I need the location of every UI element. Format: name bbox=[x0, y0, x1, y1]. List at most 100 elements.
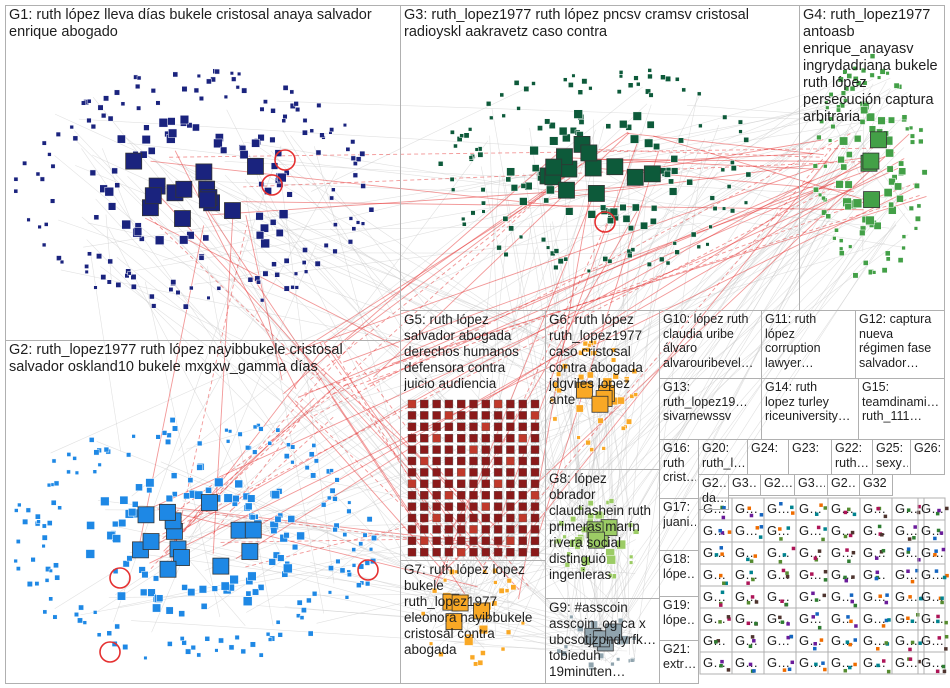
edge bbox=[315, 248, 605, 352]
tiny-group-label: G… bbox=[831, 523, 854, 538]
node bbox=[727, 530, 732, 534]
edge-highlight bbox=[174, 150, 297, 390]
group-box-g3: G3: ruth_lopez1977 ruth lópez pncsv cram… bbox=[400, 5, 800, 311]
node bbox=[126, 452, 132, 458]
edge bbox=[204, 431, 565, 571]
node bbox=[106, 630, 112, 636]
node bbox=[122, 560, 130, 568]
node bbox=[726, 615, 731, 619]
node bbox=[575, 404, 584, 413]
node bbox=[601, 446, 606, 451]
node bbox=[887, 116, 895, 124]
node bbox=[457, 399, 466, 409]
node bbox=[726, 668, 731, 672]
node-avatar bbox=[445, 613, 463, 631]
group-box-g18: G18: lópe… bbox=[659, 550, 699, 597]
edge bbox=[191, 180, 564, 196]
nodes-layer bbox=[13, 53, 928, 671]
node bbox=[198, 585, 207, 594]
node bbox=[493, 536, 503, 545]
node bbox=[420, 445, 429, 454]
small-groups-grid: G…G…G…G…G…G…G…G…G…G…G…G…G…G…G…G…G…G…G…G…… bbox=[699, 497, 949, 675]
node bbox=[722, 114, 728, 120]
edge bbox=[194, 224, 646, 232]
node bbox=[544, 118, 551, 125]
node bbox=[216, 286, 222, 291]
node bbox=[781, 568, 786, 573]
node bbox=[444, 479, 454, 488]
node-avatar bbox=[241, 543, 259, 560]
node bbox=[843, 668, 848, 673]
node bbox=[500, 646, 506, 652]
node bbox=[255, 212, 264, 221]
node bbox=[591, 350, 597, 356]
group-label-g5: G5: ruth lópez salvador abogada derechos… bbox=[404, 312, 519, 391]
group-box-g25: G25: sexy… bbox=[872, 439, 911, 475]
node bbox=[155, 434, 161, 440]
edge bbox=[615, 224, 897, 633]
node bbox=[351, 547, 357, 552]
node bbox=[727, 617, 731, 621]
node bbox=[469, 445, 478, 454]
node bbox=[198, 254, 205, 261]
node bbox=[844, 578, 849, 583]
node bbox=[821, 209, 828, 216]
node bbox=[714, 640, 718, 644]
node bbox=[15, 539, 21, 544]
edge bbox=[233, 86, 901, 469]
node bbox=[130, 273, 137, 280]
node bbox=[720, 552, 724, 556]
node bbox=[632, 111, 642, 121]
node bbox=[518, 525, 527, 534]
node bbox=[69, 124, 74, 130]
node bbox=[223, 493, 233, 503]
node bbox=[66, 469, 71, 475]
node bbox=[481, 422, 490, 431]
node bbox=[93, 285, 98, 290]
node bbox=[237, 431, 243, 437]
node bbox=[274, 515, 282, 523]
node bbox=[432, 434, 441, 443]
edge-highlight bbox=[324, 343, 488, 574]
group-label-g18: G18: lópe… bbox=[663, 552, 696, 581]
edge-highlight bbox=[344, 167, 577, 342]
tiny-group-label: G… bbox=[921, 545, 944, 560]
node bbox=[828, 92, 834, 97]
node bbox=[493, 456, 503, 466]
node bbox=[719, 664, 723, 668]
edge-highlight bbox=[245, 215, 283, 381]
edge-highlight bbox=[518, 191, 592, 600]
node bbox=[565, 207, 574, 216]
node-avatar bbox=[125, 152, 143, 170]
edge-highlight bbox=[163, 397, 315, 552]
node bbox=[407, 513, 417, 523]
node bbox=[908, 205, 914, 211]
node bbox=[155, 100, 161, 106]
node bbox=[629, 657, 635, 663]
node bbox=[730, 165, 737, 172]
node bbox=[843, 534, 848, 539]
node bbox=[850, 530, 855, 535]
edge bbox=[175, 513, 587, 559]
node bbox=[143, 124, 150, 131]
node bbox=[878, 594, 882, 598]
node bbox=[556, 648, 562, 654]
node bbox=[907, 537, 912, 541]
edge bbox=[151, 244, 317, 633]
node bbox=[941, 664, 946, 669]
node bbox=[912, 536, 916, 540]
edge bbox=[450, 539, 636, 639]
node bbox=[211, 585, 218, 592]
node bbox=[268, 558, 276, 566]
node bbox=[815, 612, 819, 616]
node bbox=[473, 661, 479, 667]
node bbox=[304, 465, 310, 471]
tiny-group-box bbox=[917, 651, 946, 675]
node bbox=[492, 567, 498, 574]
node bbox=[812, 163, 818, 169]
node bbox=[873, 221, 882, 230]
node bbox=[660, 74, 666, 80]
tiny-group-label: G… bbox=[895, 567, 918, 582]
node bbox=[351, 563, 357, 568]
node bbox=[327, 590, 332, 595]
